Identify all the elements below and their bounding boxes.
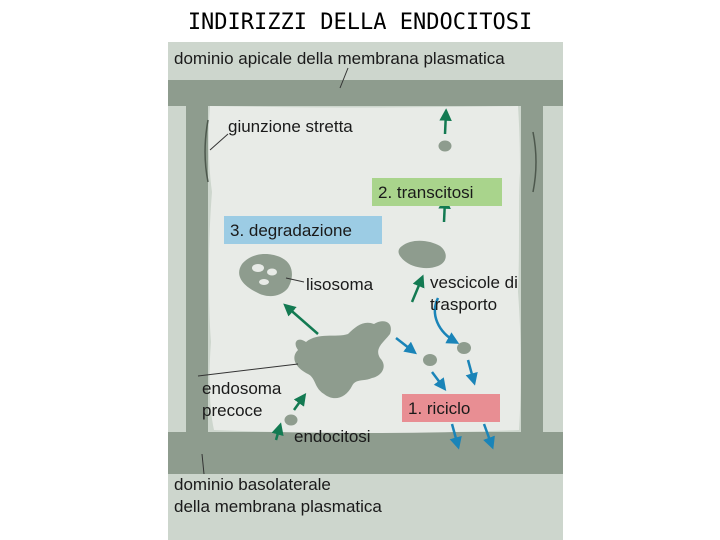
- transport-vesicle-top: [438, 140, 452, 152]
- early-endosome-label-line1: endosoma: [202, 379, 282, 398]
- endocytosis-label: endocitosi: [294, 427, 371, 446]
- transport-vesicles-label-line1: vescicole di: [430, 273, 518, 292]
- arrow-recycle-1: [395, 337, 417, 355]
- pointer-apical: [339, 67, 349, 89]
- early-endosome: [294, 321, 391, 399]
- apical-membrane: [168, 80, 563, 106]
- arrow-endocytosis-2: [292, 392, 307, 411]
- pointer-tight-junction: [209, 133, 229, 151]
- transport-vesicles-label-line2: trasporto: [430, 295, 497, 314]
- arrow-to-transport: [410, 274, 425, 303]
- tight-junction-left: [204, 119, 209, 183]
- degradation-box: [224, 216, 382, 244]
- endocytic-vesicle: [284, 414, 298, 426]
- basolateral-membrane: [168, 432, 563, 474]
- tight-junction-label: giunzione stretta: [228, 117, 353, 136]
- lysosome: [239, 254, 292, 297]
- transport-vesicle-mid: [423, 354, 437, 366]
- right-lateral-membrane: [521, 80, 543, 474]
- degradation-label: 3. degradazione: [230, 221, 352, 240]
- transcytosis-box: [372, 178, 502, 206]
- arrow-recycle-curve: [433, 297, 460, 344]
- arrow-recycle-4: [449, 423, 462, 450]
- recycling-box: [402, 394, 500, 422]
- tight-junction-right: [532, 131, 537, 193]
- arrow-to-lysosome: [283, 303, 319, 335]
- early-endosome-label-line2: precoce: [202, 401, 262, 420]
- arrow-endocytosis-1: [271, 422, 284, 441]
- arrow-transcytosis-top: [439, 108, 452, 135]
- endocytosis-diagram: dominio apicale della membrana plasmatic…: [168, 42, 563, 540]
- transcytosis-label: 2. transcitosi: [378, 183, 473, 202]
- apical-domain-label: dominio apicale della membrana plasmatic…: [174, 49, 505, 68]
- basolateral-label-line1: dominio basolaterale: [174, 475, 331, 494]
- pointer-endosome: [197, 363, 299, 377]
- arrow-recycle-3: [465, 359, 478, 386]
- lysosome-label: lisosoma: [306, 275, 374, 294]
- recycling-label: 1. riciclo: [408, 399, 470, 418]
- arrow-recycle-5: [482, 423, 495, 450]
- transport-vesicle-right: [457, 342, 471, 354]
- slide-title: INDIRIZZI DELLA ENDOCITOSI: [187, 10, 533, 35]
- transcytosis-carrier: [398, 240, 446, 269]
- basolateral-label-line2: della membrana plasmatica: [174, 497, 382, 516]
- pointer-basolateral: [201, 453, 205, 475]
- arrow-recycle-2: [431, 371, 447, 391]
- pointer-lysosome: [285, 277, 305, 283]
